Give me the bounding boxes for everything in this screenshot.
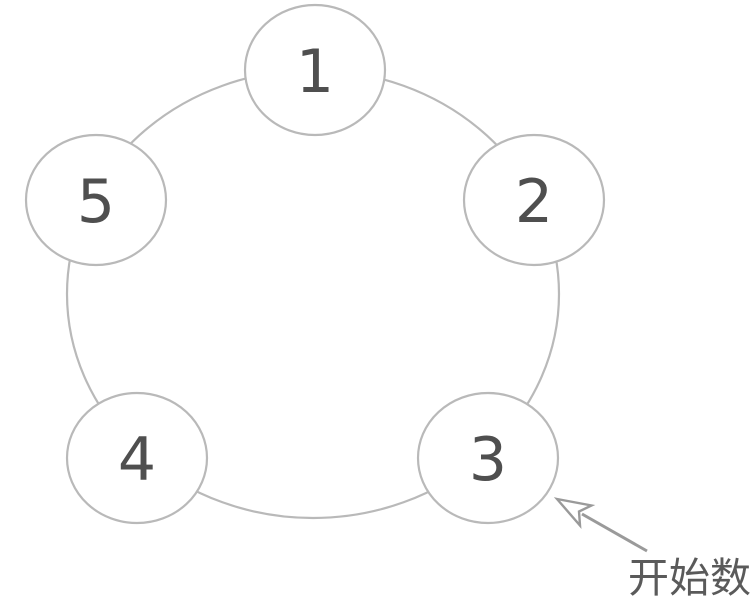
node-circle: [24, 133, 168, 267]
node-1: 1: [243, 3, 387, 137]
node-label: 1: [296, 37, 334, 107]
node-4: 4: [65, 391, 209, 525]
start-annotation: 开始数: [553, 497, 751, 602]
node-circle: [65, 391, 209, 525]
node-circle: [416, 391, 560, 525]
node-5: 5: [24, 133, 168, 267]
arrow-shaft: [581, 512, 648, 553]
node-3: 3: [416, 391, 560, 525]
node-label: 2: [515, 167, 553, 237]
node-2: 2: [462, 133, 606, 267]
node-label: 4: [118, 425, 156, 495]
arrow-head-icon: [553, 497, 596, 530]
node-circle: [243, 3, 387, 137]
node-circle: [462, 133, 606, 267]
node-label: 3: [469, 425, 507, 495]
node-label: 5: [77, 167, 115, 237]
annotation-label: 开始数: [628, 554, 751, 602]
